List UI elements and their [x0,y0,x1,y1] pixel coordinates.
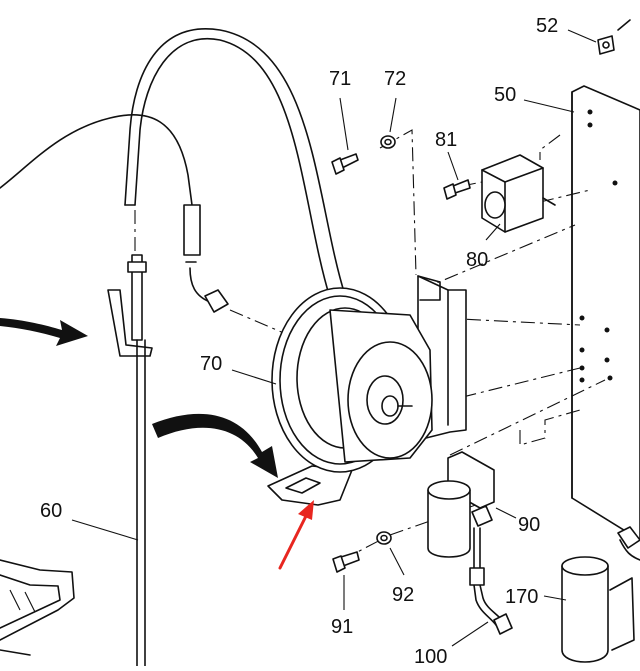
callout-70: 70 [200,353,222,375]
direction-arrows [0,318,278,478]
callout-170: 170 [505,586,538,608]
filter [427,451,495,571]
callout-71: 71 [329,68,351,90]
callout-52: 52 [536,15,558,37]
callout-100: 100 [414,646,447,666]
callout-72: 72 [384,68,406,90]
callout-90: 90 [518,514,540,536]
highlight-arrow [278,500,314,570]
fasteners [331,19,631,200]
callout-50: 50 [494,84,516,106]
callout-92: 92 [392,584,414,606]
mounting-panel [571,85,640,541]
callout-91: 91 [331,616,353,638]
hose-reel [271,287,433,473]
wand [107,254,153,667]
small-hose [469,567,513,635]
tank [561,526,640,663]
callout-60: 60 [40,500,62,522]
leader-lines [71,29,597,647]
mounting-bracket [267,275,467,506]
console-partial [0,559,75,656]
bottom-fasteners [332,531,392,573]
switch-box [481,154,556,233]
callout-81: 81 [435,129,457,151]
hose [124,28,346,299]
power-cable [0,114,229,313]
callout-80: 80 [466,249,488,271]
